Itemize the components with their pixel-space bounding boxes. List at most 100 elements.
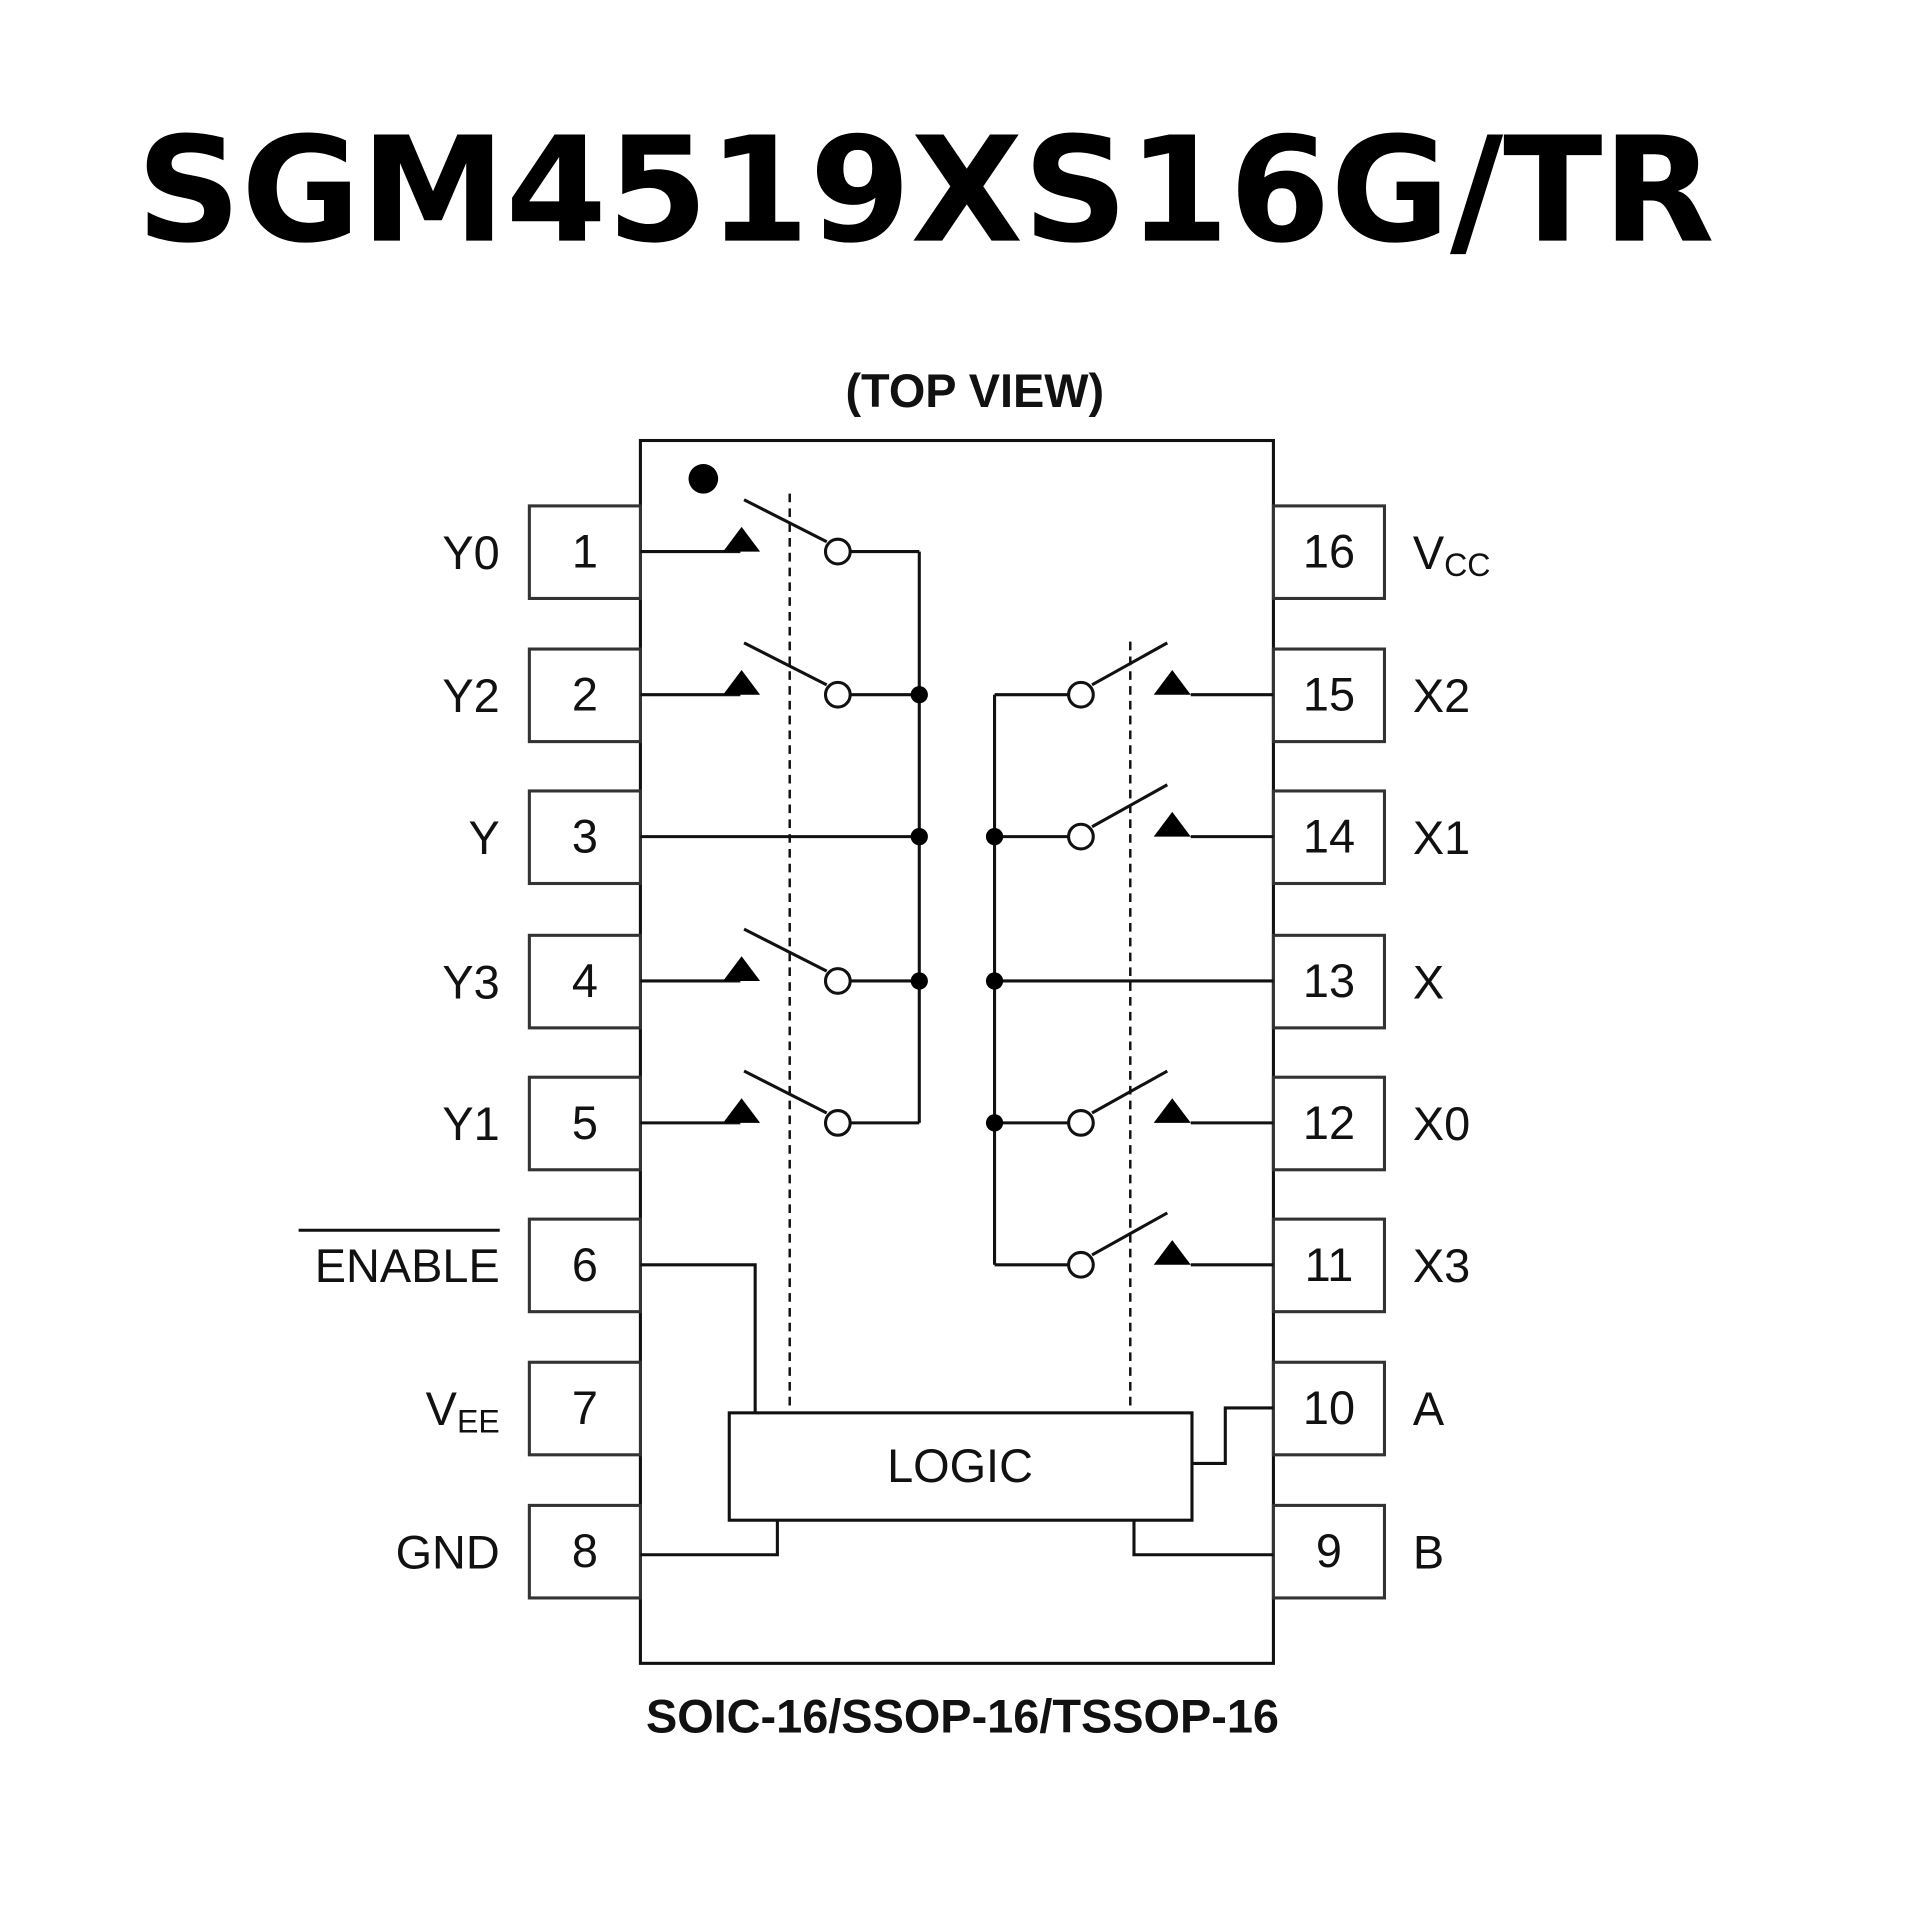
pin-number: 4 [572, 955, 598, 1007]
switch-pivot-icon [823, 680, 852, 709]
pin-15: 15 X2 [1271, 647, 1470, 744]
logic-label: LOGIC [887, 1440, 1033, 1492]
pin-number: 7 [572, 1382, 598, 1434]
pin-name-text: B [1413, 1526, 1444, 1578]
switch-contact-icon [723, 670, 761, 695]
pin-name-text: Y3 [442, 956, 499, 1008]
wire [640, 1263, 757, 1413]
pin-name: Y0 [442, 527, 499, 579]
switch-contact-icon [1153, 811, 1191, 837]
pin-box [527, 933, 642, 1030]
pin-number: 13 [1303, 955, 1355, 1007]
switch-pivot-icon [1067, 680, 1095, 709]
pin-name: A [1413, 1383, 1445, 1435]
pin-11: 11 X3 [1271, 1217, 1470, 1314]
pin-2: 2 Y2 [442, 647, 642, 744]
pin-number: 2 [572, 669, 598, 721]
pin-name: Y2 [442, 670, 499, 722]
pin-name: X [1413, 956, 1444, 1008]
junction-dot [910, 827, 928, 846]
pin-name-text: Y0 [442, 527, 499, 579]
package-label: SOIC-16/SSOP-16/TSSOP-16 [646, 1690, 1279, 1742]
pin-name-subscript: CC [1444, 547, 1490, 583]
pin-box [1271, 1217, 1387, 1314]
junction-dot [910, 972, 928, 990]
logic-block [727, 1411, 1194, 1522]
pin-box [527, 1217, 642, 1314]
pin-name: Y [468, 812, 499, 864]
pin-16: 16 VCC [1271, 504, 1491, 600]
pin-6: 6 ENABLE [298, 1217, 642, 1314]
switch-pivot-icon [823, 1108, 852, 1137]
pin-box [1271, 933, 1387, 1030]
pin-name: Y1 [442, 1098, 499, 1150]
pin-name-subscript: EE [457, 1404, 500, 1440]
pin-name: Y3 [442, 956, 499, 1008]
pin-14: 14 X1 [1271, 789, 1470, 886]
pin-box [527, 647, 642, 744]
pin-number: 8 [572, 1525, 598, 1577]
switch-contact-icon [1153, 1240, 1191, 1265]
pin-box [1271, 504, 1387, 600]
part-number-title: SGM4519XS16G/TR [136, 107, 1714, 276]
junction-dot [910, 686, 928, 704]
pin-name-text: Y2 [442, 670, 499, 722]
switch-contact-icon [1153, 1098, 1191, 1123]
pin-1: 1 Y0 [442, 504, 642, 600]
pin-number: 10 [1303, 1382, 1355, 1434]
pin-name-text: Y [468, 812, 499, 864]
junction-dot [985, 1114, 1004, 1132]
junction-dot [985, 827, 1004, 846]
ic-body [638, 438, 1275, 1665]
wire [640, 1520, 779, 1557]
wire [1091, 1211, 1169, 1257]
pin-name-text: A [1413, 1383, 1445, 1435]
pin-name: VEE [426, 1383, 500, 1439]
pin-10: 10 A [1271, 1360, 1445, 1457]
pin-box [527, 504, 642, 600]
pin-box [1271, 1503, 1387, 1600]
pin-name-text: V [426, 1383, 458, 1435]
pin-box [1271, 1360, 1387, 1457]
pin-number: 16 [1303, 526, 1355, 578]
switch-contact-icon [1153, 670, 1191, 695]
pin-box [1271, 789, 1387, 886]
pin-name: VCC [1413, 527, 1491, 583]
pin-name-text: Y1 [442, 1098, 499, 1150]
pin-number: 6 [572, 1239, 598, 1291]
wire [1132, 1520, 1274, 1557]
pin-number: 5 [572, 1097, 598, 1149]
junction-dot [985, 972, 1004, 990]
pin1-marker-dot [688, 463, 719, 494]
pin-box [527, 1503, 642, 1600]
wire [743, 498, 828, 544]
pin-name-text: V [1413, 527, 1445, 579]
pin-number: 15 [1303, 669, 1355, 721]
pin-name-text: ENABLE [315, 1240, 500, 1292]
pin-3: 3Y [468, 789, 642, 886]
pin-name: X1 [1413, 812, 1470, 864]
wire [1191, 1406, 1274, 1465]
pin-5: 5 Y1 [442, 1075, 642, 1172]
pin-name: X3 [1413, 1240, 1470, 1292]
pin-name: X0 [1413, 1098, 1470, 1150]
pin-number: 14 [1303, 811, 1355, 863]
switch-contact-icon [723, 526, 761, 552]
pin-box [527, 1360, 642, 1457]
switch-contact-icon [723, 1098, 761, 1123]
internal-circuit [640, 493, 1274, 1557]
switch-pivot-icon [1067, 822, 1095, 851]
pin-number: 1 [572, 526, 598, 578]
switch-contact-icon [723, 956, 761, 981]
pin-name-text: GND [396, 1526, 500, 1578]
pin-4: 4 Y3 [442, 933, 642, 1030]
pin-number: 3 [572, 811, 598, 863]
pin-number: 11 [1305, 1239, 1354, 1291]
top-view-label: (TOP VIEW) [845, 365, 1104, 417]
pin-name-text: X3 [1413, 1240, 1470, 1292]
switch-pivot-icon [823, 537, 852, 566]
pin-name: X2 [1413, 670, 1470, 722]
